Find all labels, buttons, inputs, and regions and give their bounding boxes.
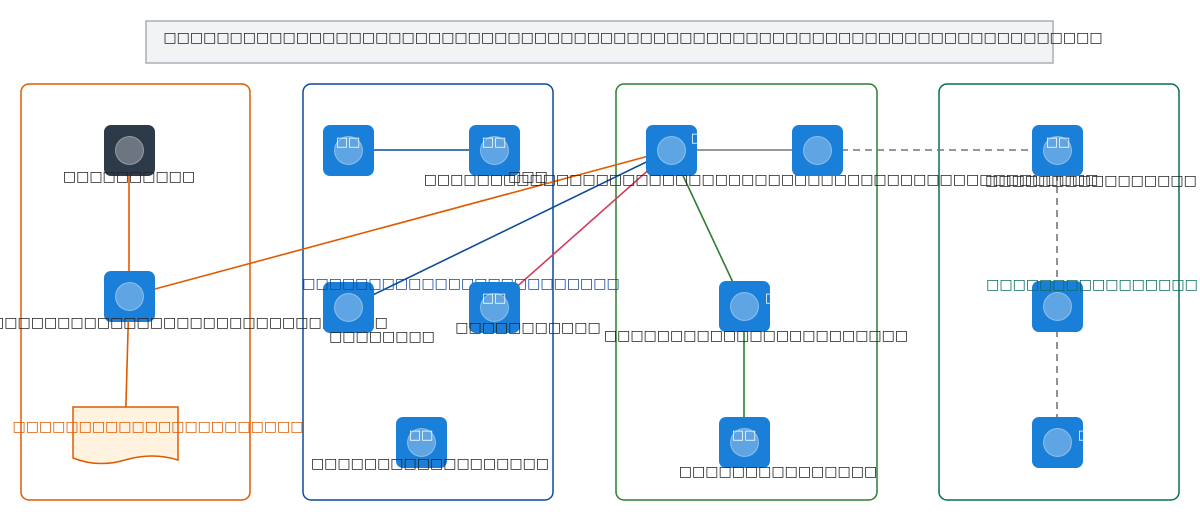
node-g2-c-label: □□□□□□□□: [329, 329, 435, 345]
node-g2-d-badge: □□: [482, 291, 507, 306]
service-icon: [657, 136, 686, 165]
node-user[interactable]: □□□□□□□□□□: [63, 125, 195, 185]
node-g4-a-badge: □□: [1046, 135, 1071, 150]
node-g2-e-badge: □□: [409, 428, 434, 443]
node-g2-b[interactable]: □□ □□□: [469, 125, 548, 185]
service-icon: [730, 292, 759, 321]
edge-g3_a-to-g1_proc: [127, 149, 672, 300]
node-g2-d-label: □□□□□□□□□□□: [455, 320, 601, 336]
service-icon: [1043, 292, 1072, 321]
service-icon: [1043, 428, 1072, 457]
node-process[interactable]: □□□□□□□□□□□□□□□□□□□□□□□□□□□□□□□□□□: [0, 271, 388, 331]
node-g3-a[interactable]: □ □□□□□□□□□□□□□□□□□□□□□□□□□□□□□□□□□□□□□□…: [424, 125, 1099, 188]
service-icon: [115, 282, 144, 311]
node-g4-c[interactable]: □: [1032, 417, 1090, 468]
service-icon: [334, 293, 363, 322]
node-g3-d-label: □□□□□□□□□□□□□□□: [679, 464, 877, 480]
service-icon: [730, 428, 759, 457]
service-icon: [803, 136, 832, 165]
edges-layer: [118, 142, 1065, 444]
node-g3-d[interactable]: □□ □□□□□□□□□□□□□□□: [679, 417, 877, 480]
service-icon: [407, 428, 436, 457]
service-icon: [334, 136, 363, 165]
node-g4-a-label: □□□□□□□□□□□□□□□□: [985, 173, 1197, 189]
user-icon: [115, 136, 144, 165]
node-g4-b[interactable]: □□□□□□□□□□□□□□□□: [986, 277, 1198, 332]
node-g2-a[interactable]: □□: [323, 125, 374, 176]
node-process-label: □□□□□□□□□□□□□□□□□□□□□□□□□□□□□□□□□□: [0, 315, 388, 331]
document-icon: [72, 406, 179, 465]
node-g3-c-label: □□□□□□□□□□□□□□□□□□□□□□□: [604, 328, 908, 344]
node-document-label: □□□□□□□□□□□□□□□□□□□□□□: [12, 419, 303, 435]
node-g3-c-badge: □: [765, 291, 777, 306]
node-g2-c-annotation: □□□□□□□□□□□□□□□□□□□□□□□□: [302, 276, 619, 292]
node-g3-a-label: □□□□□□□□□□□□□□□□□□□□□□□□□□□□□□□□□□□□□□□□…: [424, 172, 1099, 188]
node-g2-b-label: □□□: [508, 169, 548, 185]
node-g3-b[interactable]: [792, 125, 843, 176]
service-icon: [480, 293, 509, 322]
node-g2-e[interactable]: □□ □□□□□□□□□□□□□□□□□□: [311, 417, 549, 472]
node-g3-c[interactable]: □ □□□□□□□□□□□□□□□□□□□□□□□: [604, 281, 908, 344]
node-g4-b-annotation: □□□□□□□□□□□□□□□□: [986, 277, 1198, 293]
nodes-layer: □□□□□□□□□□ □□□□□□□□□□□□□□□□□□□□□□□□□□□□□…: [0, 125, 1198, 480]
node-g4-a[interactable]: □□ □□□□□□□□□□□□□□□□: [985, 125, 1197, 189]
node-g2-a-badge: □□: [336, 135, 361, 150]
node-g3-a-badge: □: [691, 131, 703, 146]
node-g2-c[interactable]: □□□□□□□□ □□□□□□□□□□□□□□□□□□□□□□□□: [302, 276, 619, 345]
node-g4-c-badge: □: [1078, 428, 1090, 443]
edge-g3_a-to-g2_d: [492, 149, 672, 308]
group-frame-2: [302, 83, 554, 501]
node-g2-d[interactable]: □□ □□□□□□□□□□□: [455, 282, 601, 336]
diagram-title-text: □□□□□□□□□□□□□□□□□□□□□□□□□□□□□□□□□□□□□□□□…: [163, 30, 1102, 46]
service-icon: [1043, 136, 1072, 165]
node-document[interactable]: □□□□□□□□□□□□□□□□□□□□□□: [12, 406, 304, 465]
node-g2-b-badge: □□: [482, 135, 507, 150]
group-frame-4: [938, 83, 1180, 501]
group-frame-1: [20, 83, 251, 501]
node-g3-d-badge: □□: [732, 428, 757, 443]
service-icon: [480, 136, 509, 165]
diagram-title: □□□□□□□□□□□□□□□□□□□□□□□□□□□□□□□□□□□□□□□□…: [145, 20, 1103, 64]
node-user-label: □□□□□□□□□□: [63, 169, 195, 185]
edge-g2_c-to-g3_a: [347, 149, 673, 308]
group-frame-3: [615, 83, 878, 501]
node-g2-e-label: □□□□□□□□□□□□□□□□□□: [311, 456, 549, 472]
